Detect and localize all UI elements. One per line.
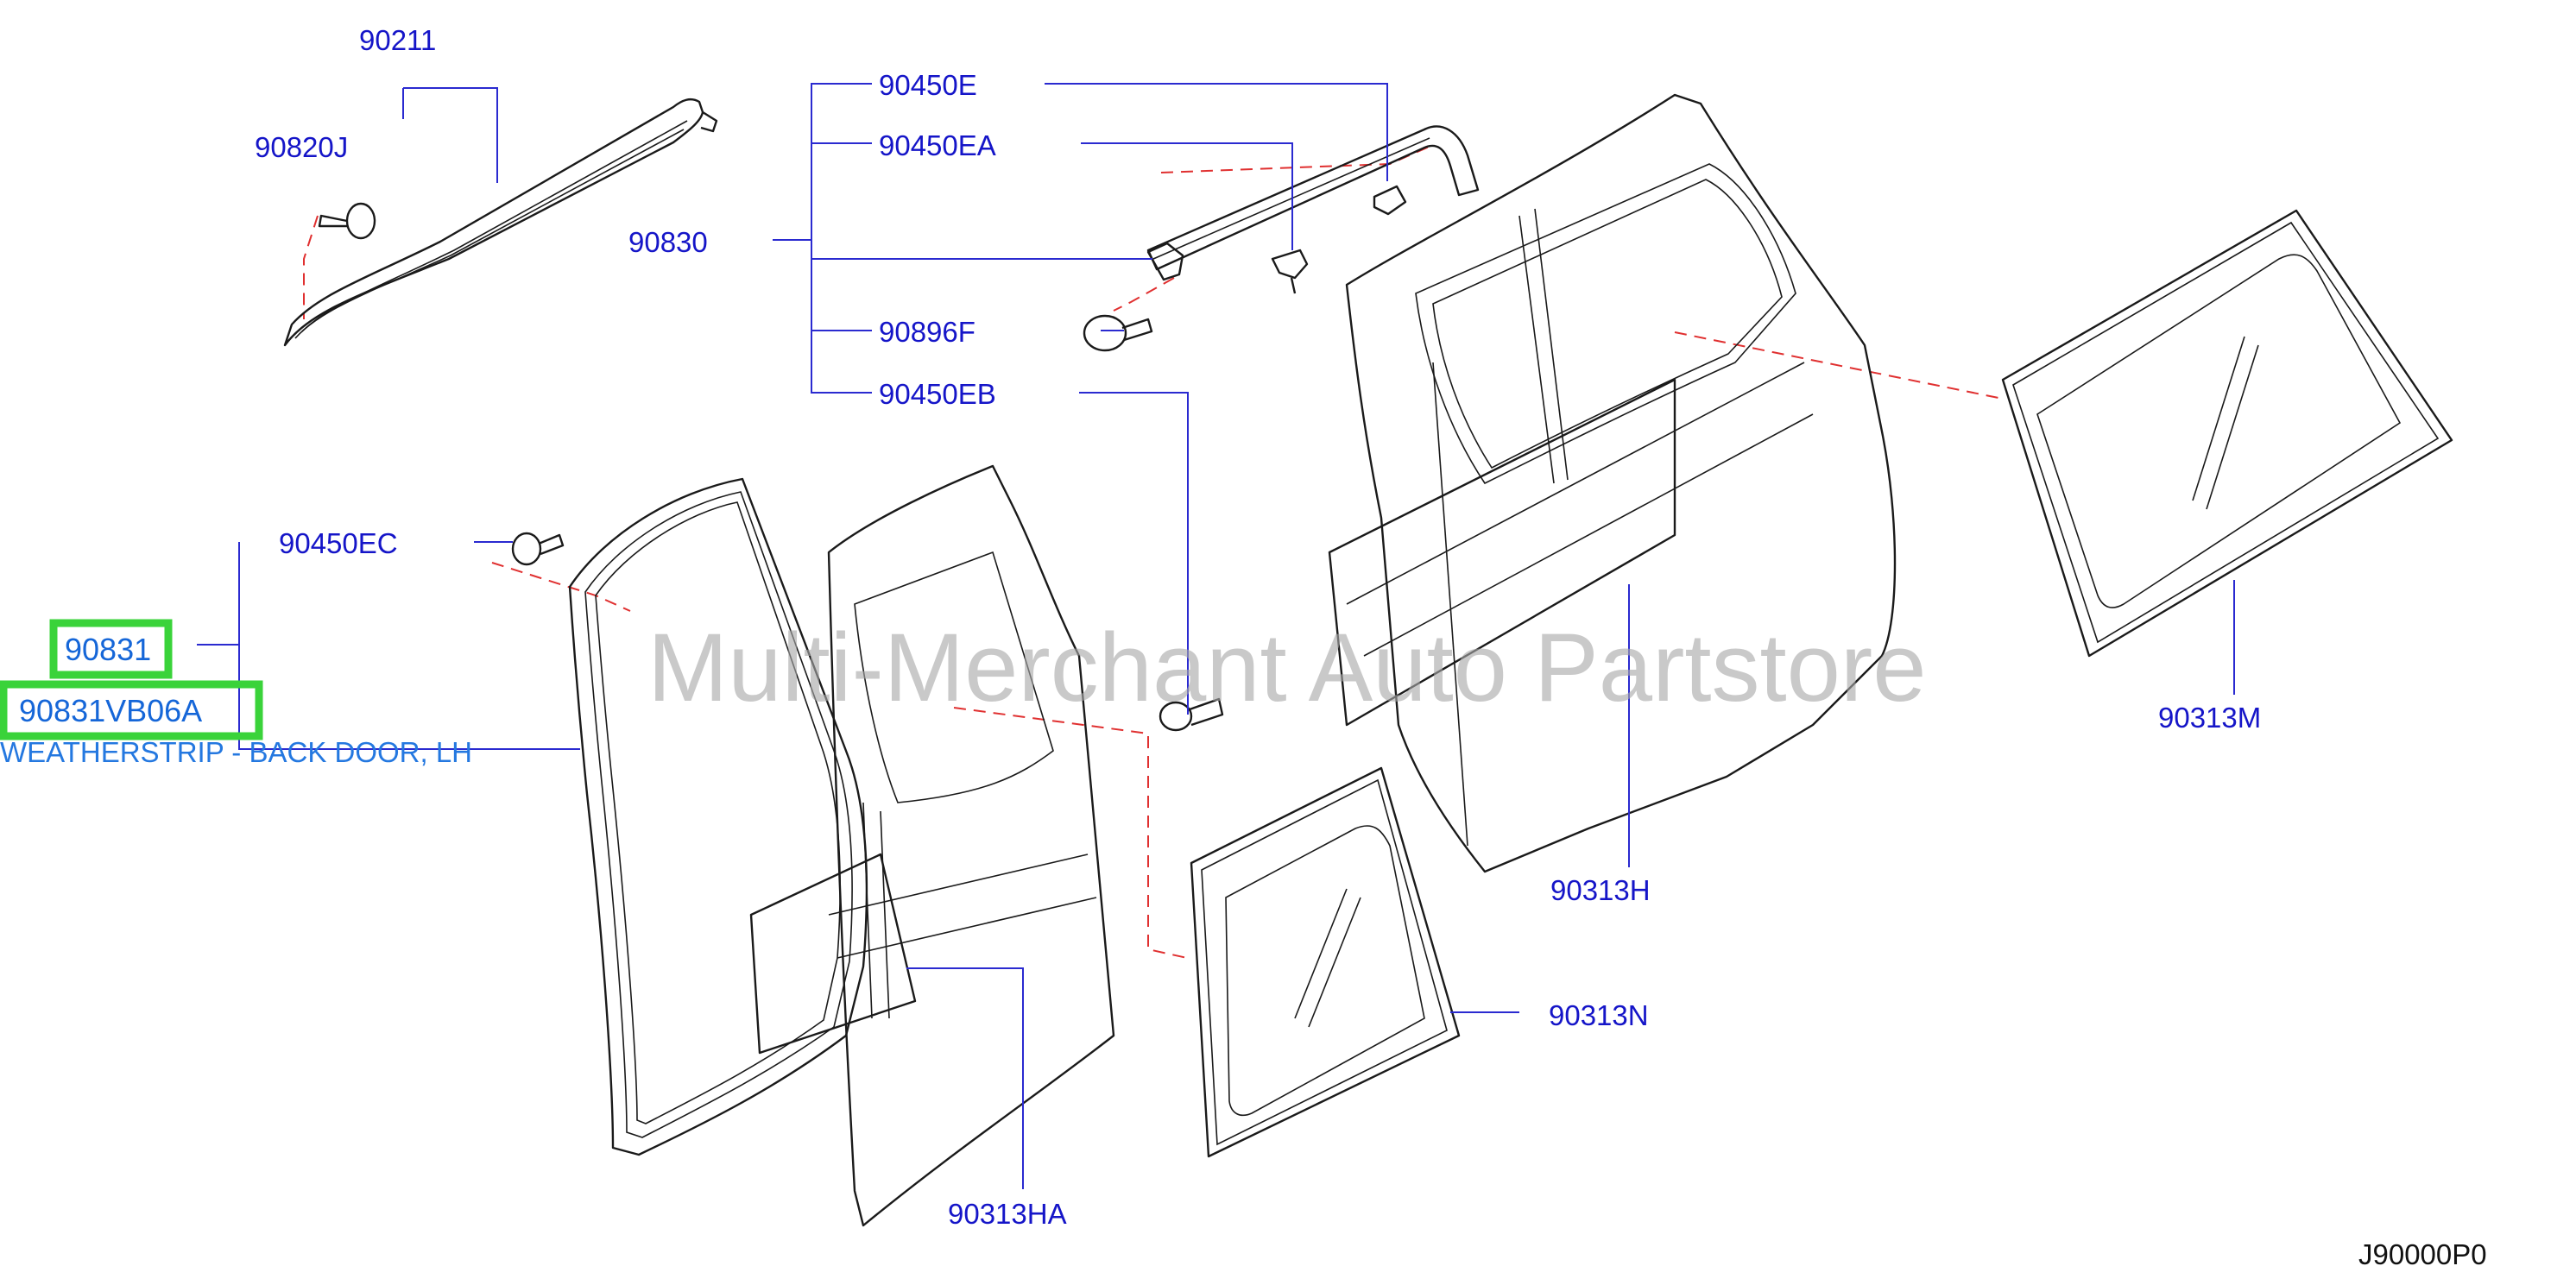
callout-90211[interactable]: 90211 — [359, 24, 436, 56]
clip-90820J — [318, 202, 376, 240]
diagram-code: J90000P0 — [2358, 1238, 2487, 1270]
callout-90896F[interactable]: 90896F — [879, 316, 975, 348]
assembly-guides — [303, 144, 2004, 959]
callout-90450EA[interactable]: 90450EA — [879, 129, 996, 161]
callout-90313HA[interactable]: 90313HA — [948, 1198, 1067, 1230]
clip-90450EC — [511, 532, 565, 566]
leader-lines — [197, 83, 2235, 1189]
highlighted-part-description[interactable]: WEATHERSTRIP - BACK DOOR, LH — [0, 736, 472, 768]
callout-90313H[interactable]: 90313H — [1550, 874, 1651, 906]
weatherstrip-90831 — [568, 477, 868, 1156]
door-panel-90313HA — [749, 464, 1115, 1227]
callout-90450EB[interactable]: 90450EB — [879, 378, 996, 410]
grommet-90896F — [1083, 314, 1153, 352]
highlighted-part-sku[interactable]: 90831VB06A — [19, 693, 202, 728]
watermark-text: Multi-Merchant Auto Partstore — [647, 614, 1926, 721]
door-panel-90313H — [1328, 93, 1897, 873]
callout-90830[interactable]: 90830 — [628, 226, 708, 258]
highlight-box-part-number — [49, 619, 173, 679]
glass-90313N — [1190, 766, 1461, 1158]
glass-90313M — [2001, 209, 2453, 658]
clip-90450EB — [1159, 697, 1224, 732]
highlighted-part-number[interactable]: 90831 — [65, 632, 151, 667]
callout-90820J[interactable]: 90820J — [255, 131, 348, 163]
callout-90313M[interactable]: 90313M — [2158, 702, 2261, 734]
callout-90313N[interactable]: 90313N — [1549, 999, 1649, 1031]
clip-90450E — [1373, 185, 1407, 216]
clip-90450EA — [1271, 249, 1309, 294]
callout-90450EC[interactable]: 90450EC — [279, 527, 398, 559]
molding-90830 — [1146, 125, 1480, 281]
callout-labels: 90211 90820J 90450E 90450EA 90830 90896F… — [255, 24, 2261, 1230]
highlighted-part-group: 90831 90831VB06A WEATHERSTRIP - BACK DOO… — [0, 619, 472, 768]
callout-90450E[interactable]: 90450E — [879, 69, 977, 101]
highlight-box-sku — [0, 680, 263, 740]
roof-molding-90211 — [283, 98, 718, 347]
